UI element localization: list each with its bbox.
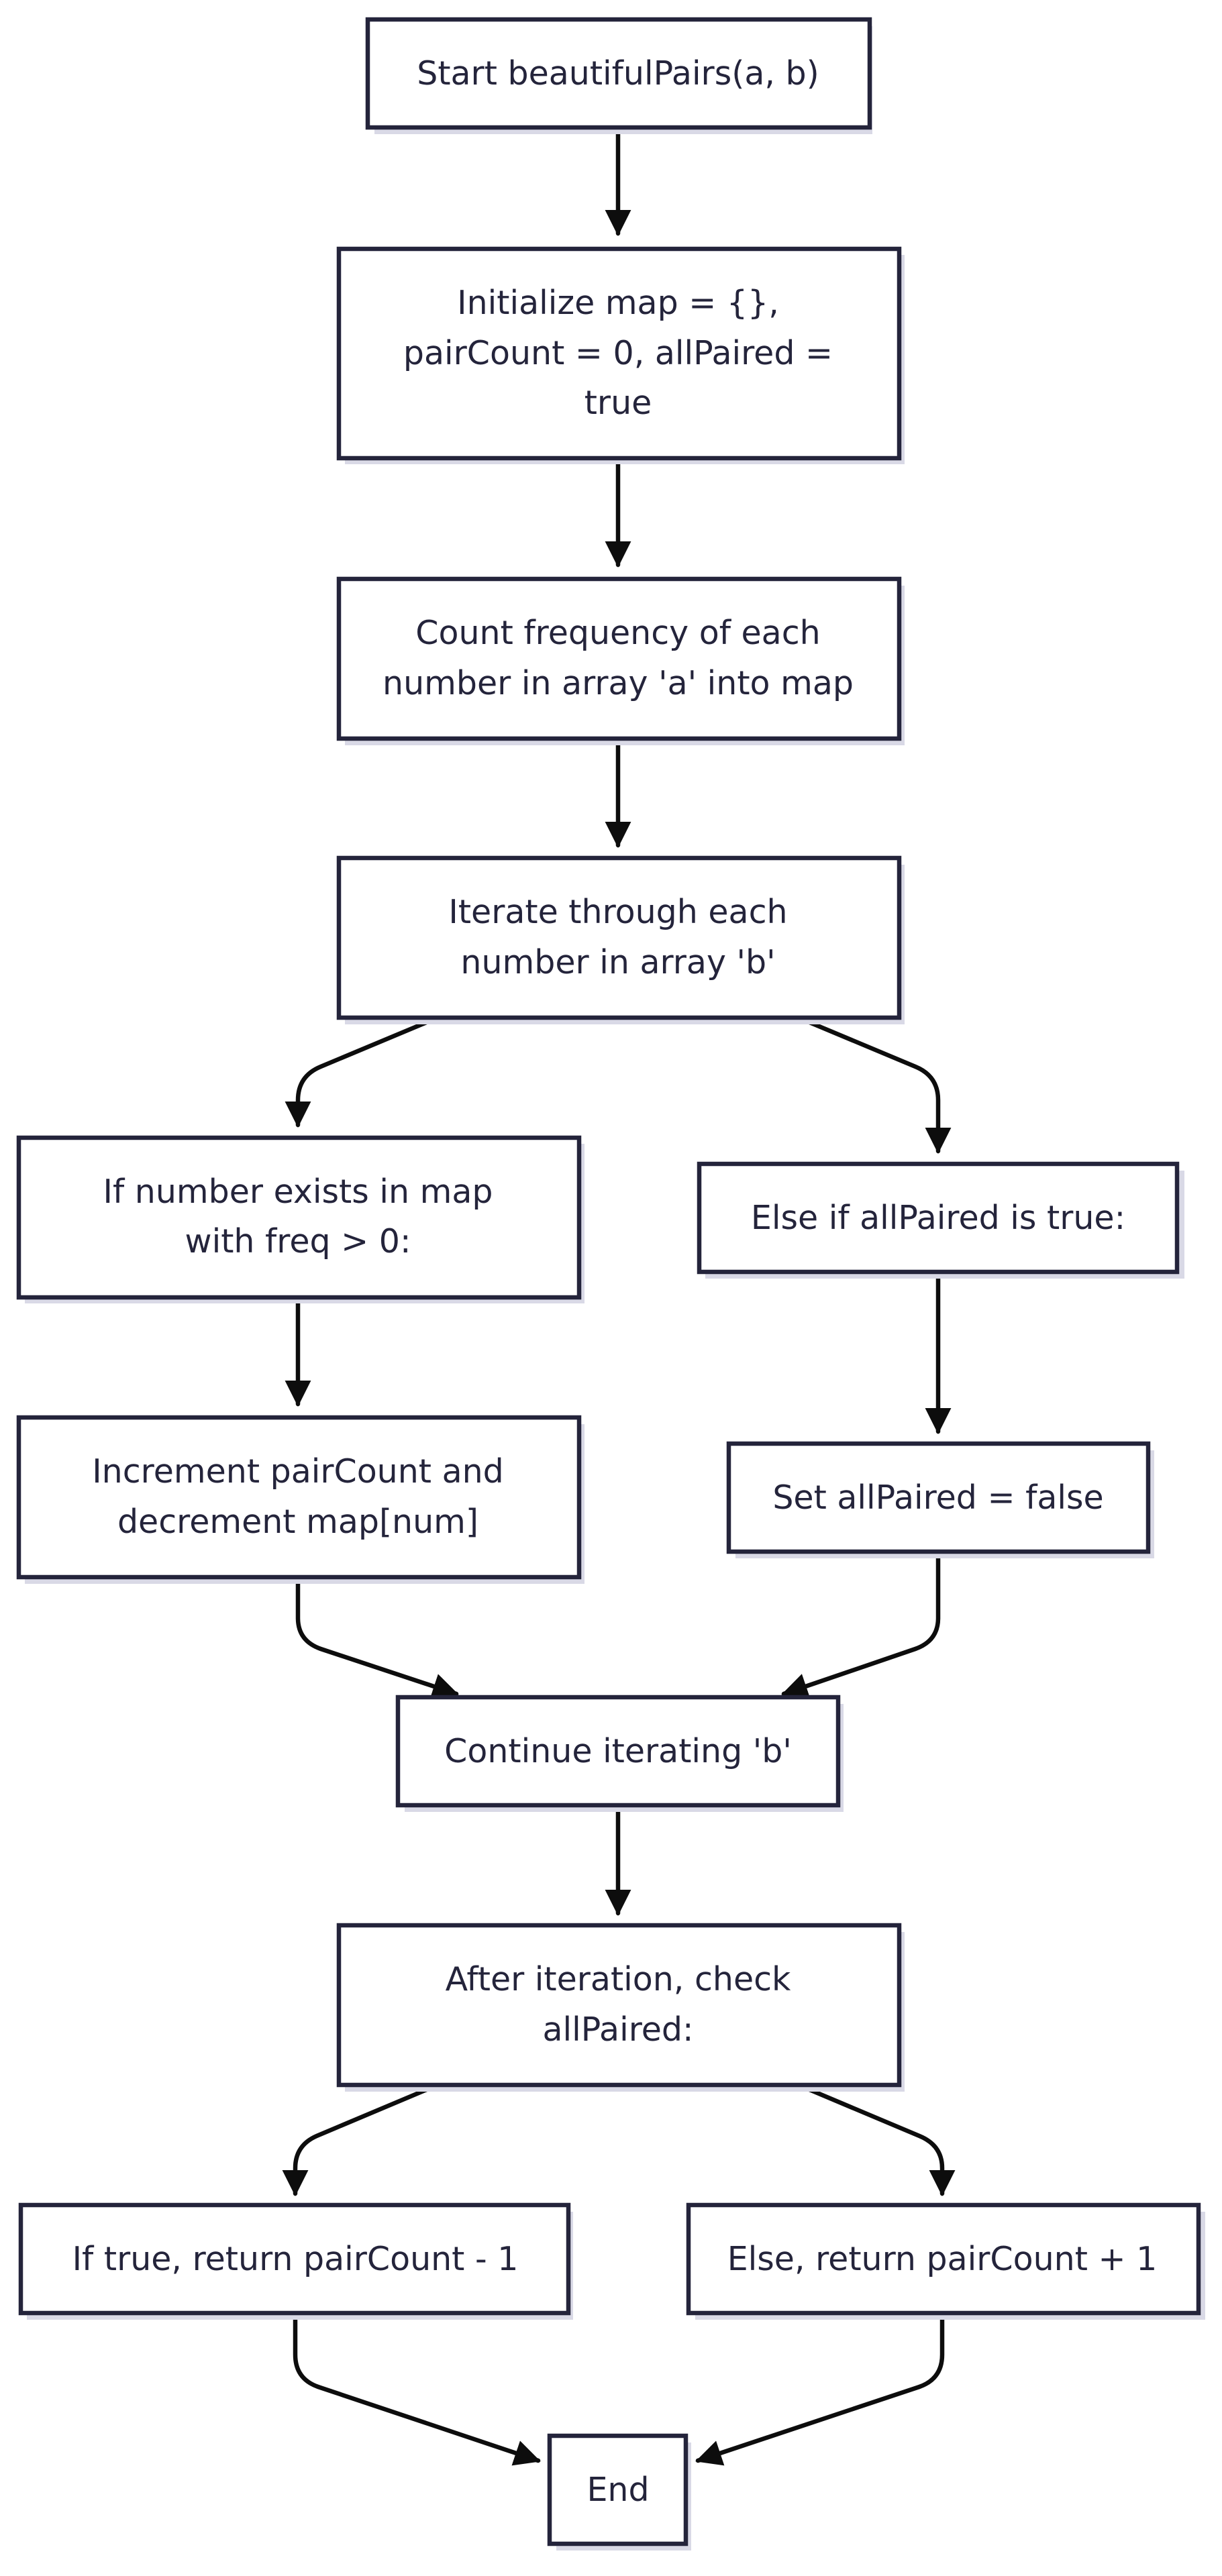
edge-iterate-to-exists (285, 1016, 439, 1128)
node-exists: If number exists in map with freq > 0: (16, 1135, 584, 1303)
edge-return-minus-to-end (293, 2312, 541, 2466)
node-set-false: Set allPaired = false (726, 1441, 1154, 1558)
node-start: Start beautifulPairs(a, b) (365, 17, 872, 134)
node-count-label-2: number in array 'a' into map (383, 664, 854, 702)
edge-iterate-to-else-if (797, 1016, 952, 1154)
node-increment-label-1: Increment pairCount and (92, 1452, 504, 1491)
node-exists-label-1: If number exists in map (103, 1173, 493, 1211)
node-after-label-2: allPaired: (542, 2010, 693, 2049)
node-set-false-label: Set allPaired = false (772, 1479, 1103, 1517)
node-start-label: Start beautifulPairs(a, b) (417, 54, 819, 93)
node-init-label-3: true (584, 384, 652, 422)
node-after: After iteration, check allPaired: (336, 1923, 905, 2092)
node-continue: Continue iterating 'b' (395, 1695, 844, 1812)
node-iterate-label-2: number in array 'b' (460, 943, 775, 981)
node-exists-label-2: with freq > 0: (185, 1222, 411, 1260)
node-end-label: End (587, 2471, 649, 2509)
node-else-if: Else if allPaired is true: (697, 1161, 1184, 1279)
edge-set-false-to-continue (781, 1549, 941, 1699)
node-init-label-2: pairCount = 0, allPaired = (403, 334, 833, 372)
node-else-if-label: Else if allPaired is true: (751, 1199, 1125, 1237)
node-init: Initialize map = {}, pairCount = 0, allP… (336, 246, 905, 464)
node-init-label-1: Initialize map = {}, (457, 284, 779, 322)
node-increment: Increment pairCount and decrement map[nu… (16, 1415, 584, 1584)
node-return-plus: Else, return pairCount + 1 (686, 2202, 1205, 2320)
node-count: Count frequency of each number in array … (336, 576, 905, 745)
edge-after-to-return-plus (797, 2083, 956, 2196)
node-end: End (547, 2433, 691, 2551)
node-continue-label: Continue iterating 'b' (444, 1732, 792, 1770)
node-iterate: Iterate through each number in array 'b' (336, 855, 905, 1024)
node-increment-label-2: decrement map[num] (117, 1503, 478, 1541)
node-return-plus-label: Else, return pairCount + 1 (727, 2240, 1158, 2278)
node-return-minus: If true, return pairCount - 1 (18, 2202, 573, 2320)
node-return-minus-label: If true, return pairCount - 1 (72, 2240, 519, 2278)
node-after-label-1: After iteration, check (446, 1960, 791, 1998)
edges (282, 125, 956, 2466)
edge-after-to-return-minus (282, 2083, 439, 2196)
node-iterate-label-1: Iterate through each (448, 893, 787, 931)
node-count-label-1: Count frequency of each (415, 614, 820, 652)
edge-return-plus-to-end (695, 2312, 945, 2466)
edge-increment-to-continue (295, 1575, 459, 1699)
